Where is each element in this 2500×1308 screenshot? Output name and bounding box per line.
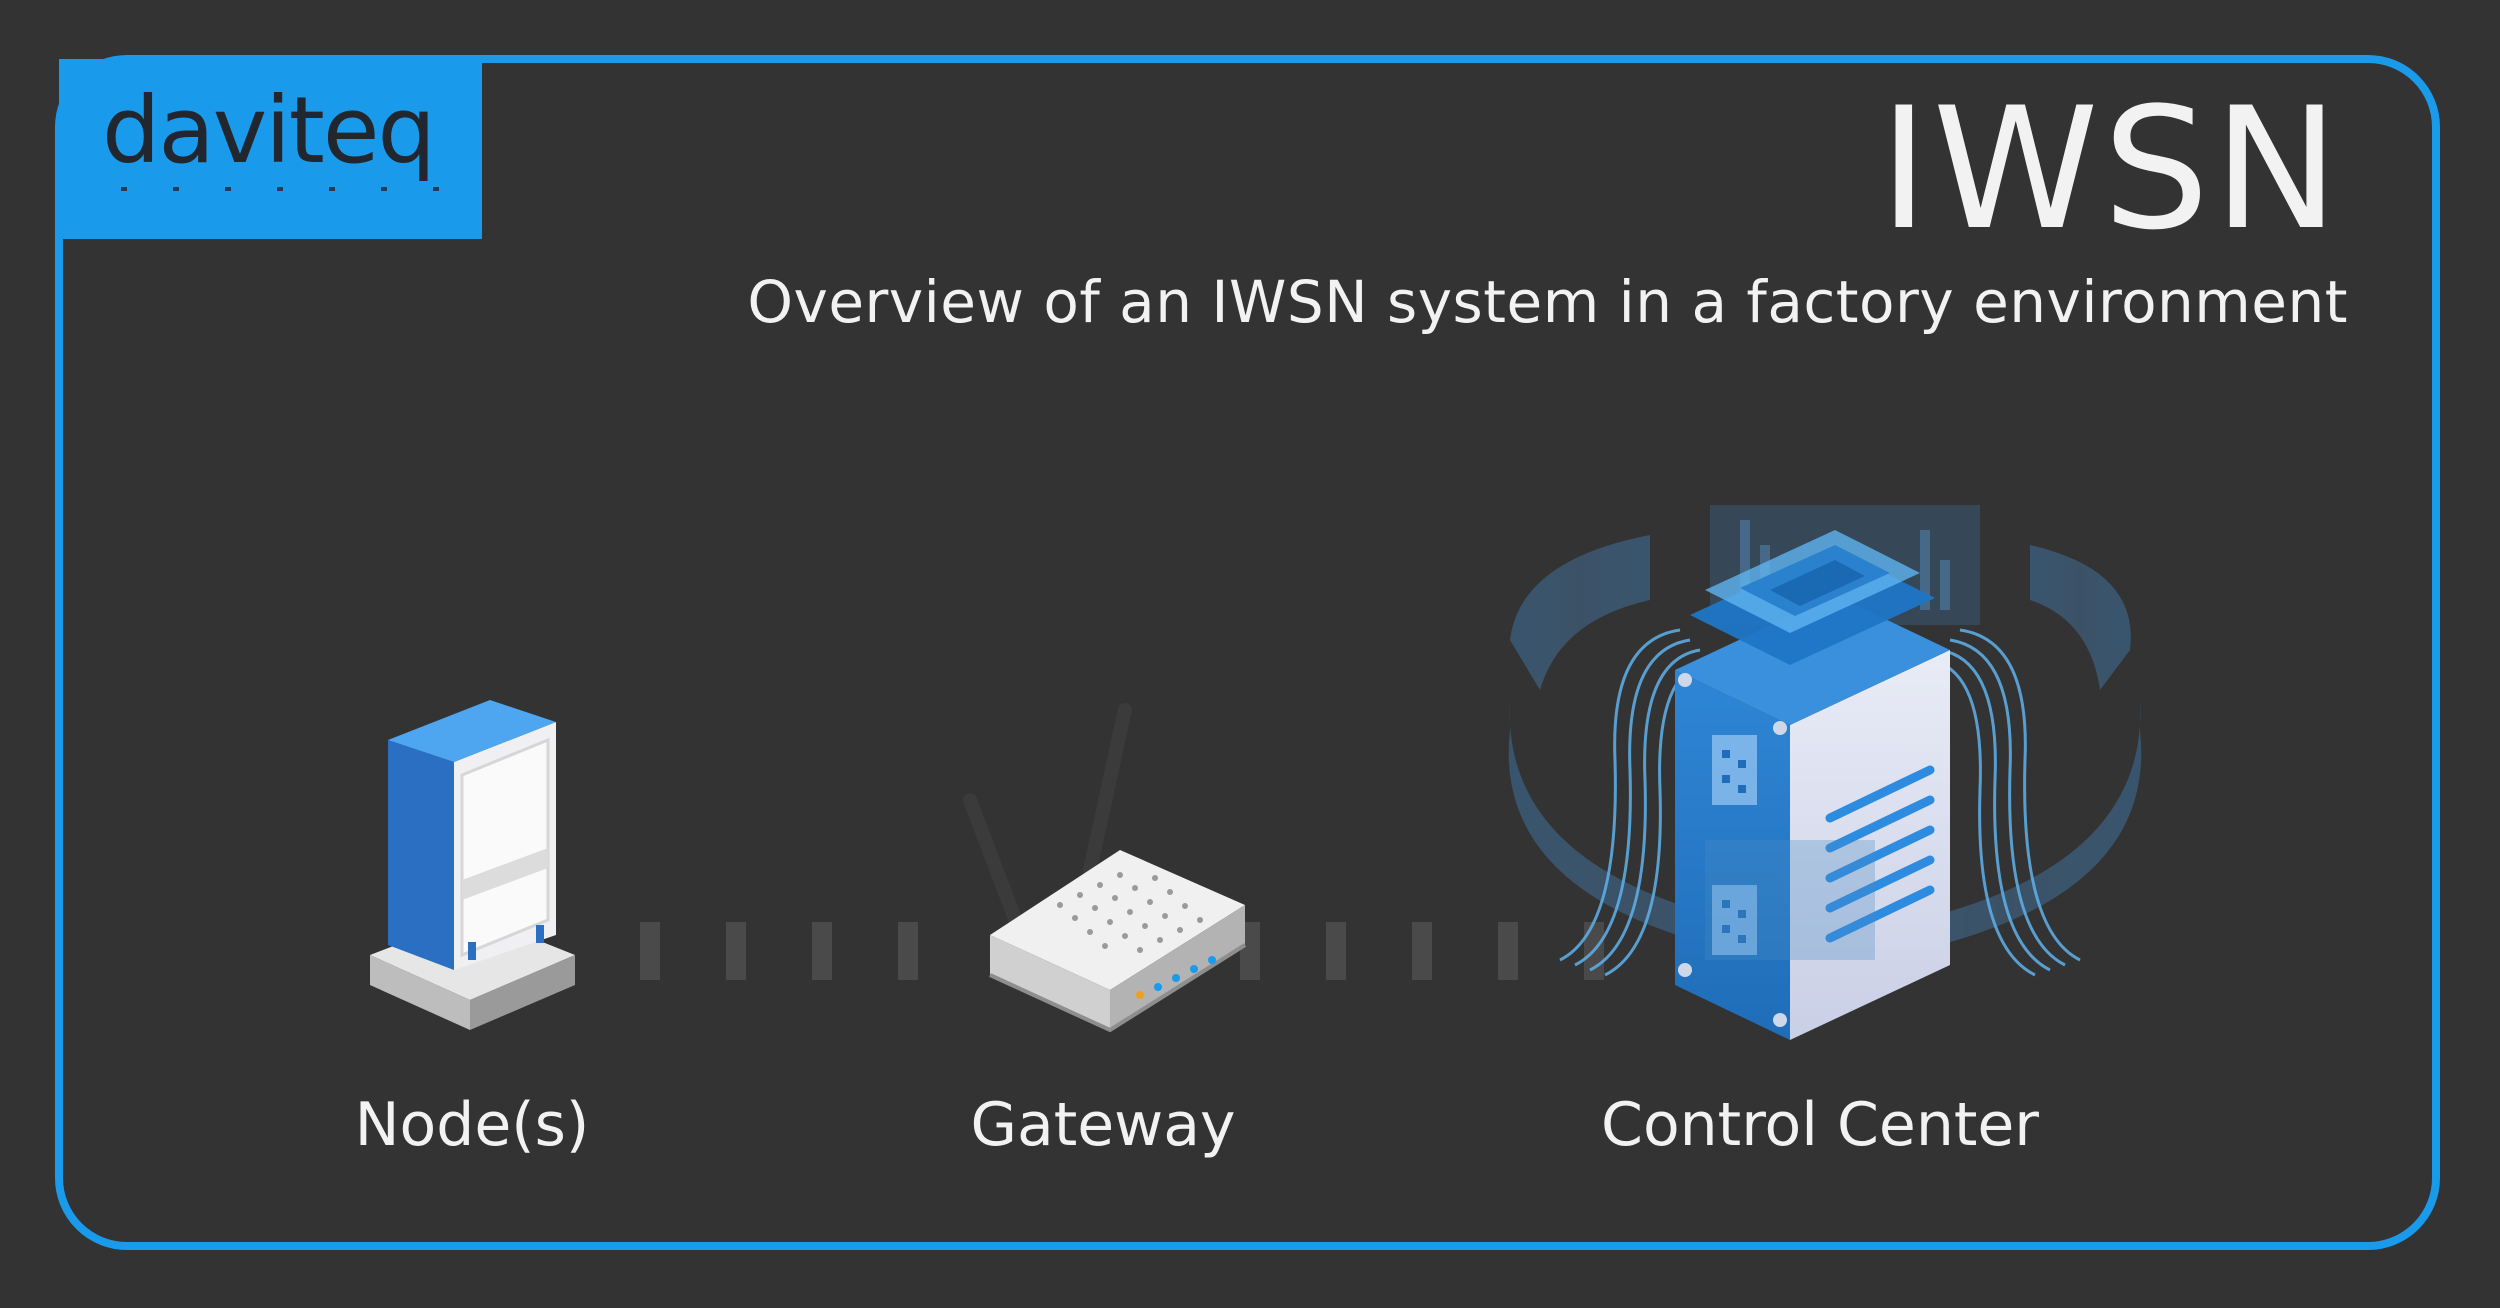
page-title: IWSN (1879, 71, 2343, 267)
logo-underline (121, 187, 439, 191)
node-label: Node(s) (354, 1090, 590, 1160)
connection-line (640, 922, 1604, 980)
sensor-node-icon (370, 700, 575, 1030)
gateway-label: Gateway (970, 1090, 1236, 1160)
logo-text: daviteq (102, 77, 436, 184)
wifi-router-icon (963, 703, 1247, 1033)
server-icon (1508, 505, 2142, 1040)
logo: daviteq (59, 59, 482, 239)
control-center-label: Control Center (1601, 1090, 2039, 1160)
diagram-frame (55, 55, 2440, 1250)
page-subtitle: Overview of an IWSN system in a factory … (747, 268, 2348, 336)
